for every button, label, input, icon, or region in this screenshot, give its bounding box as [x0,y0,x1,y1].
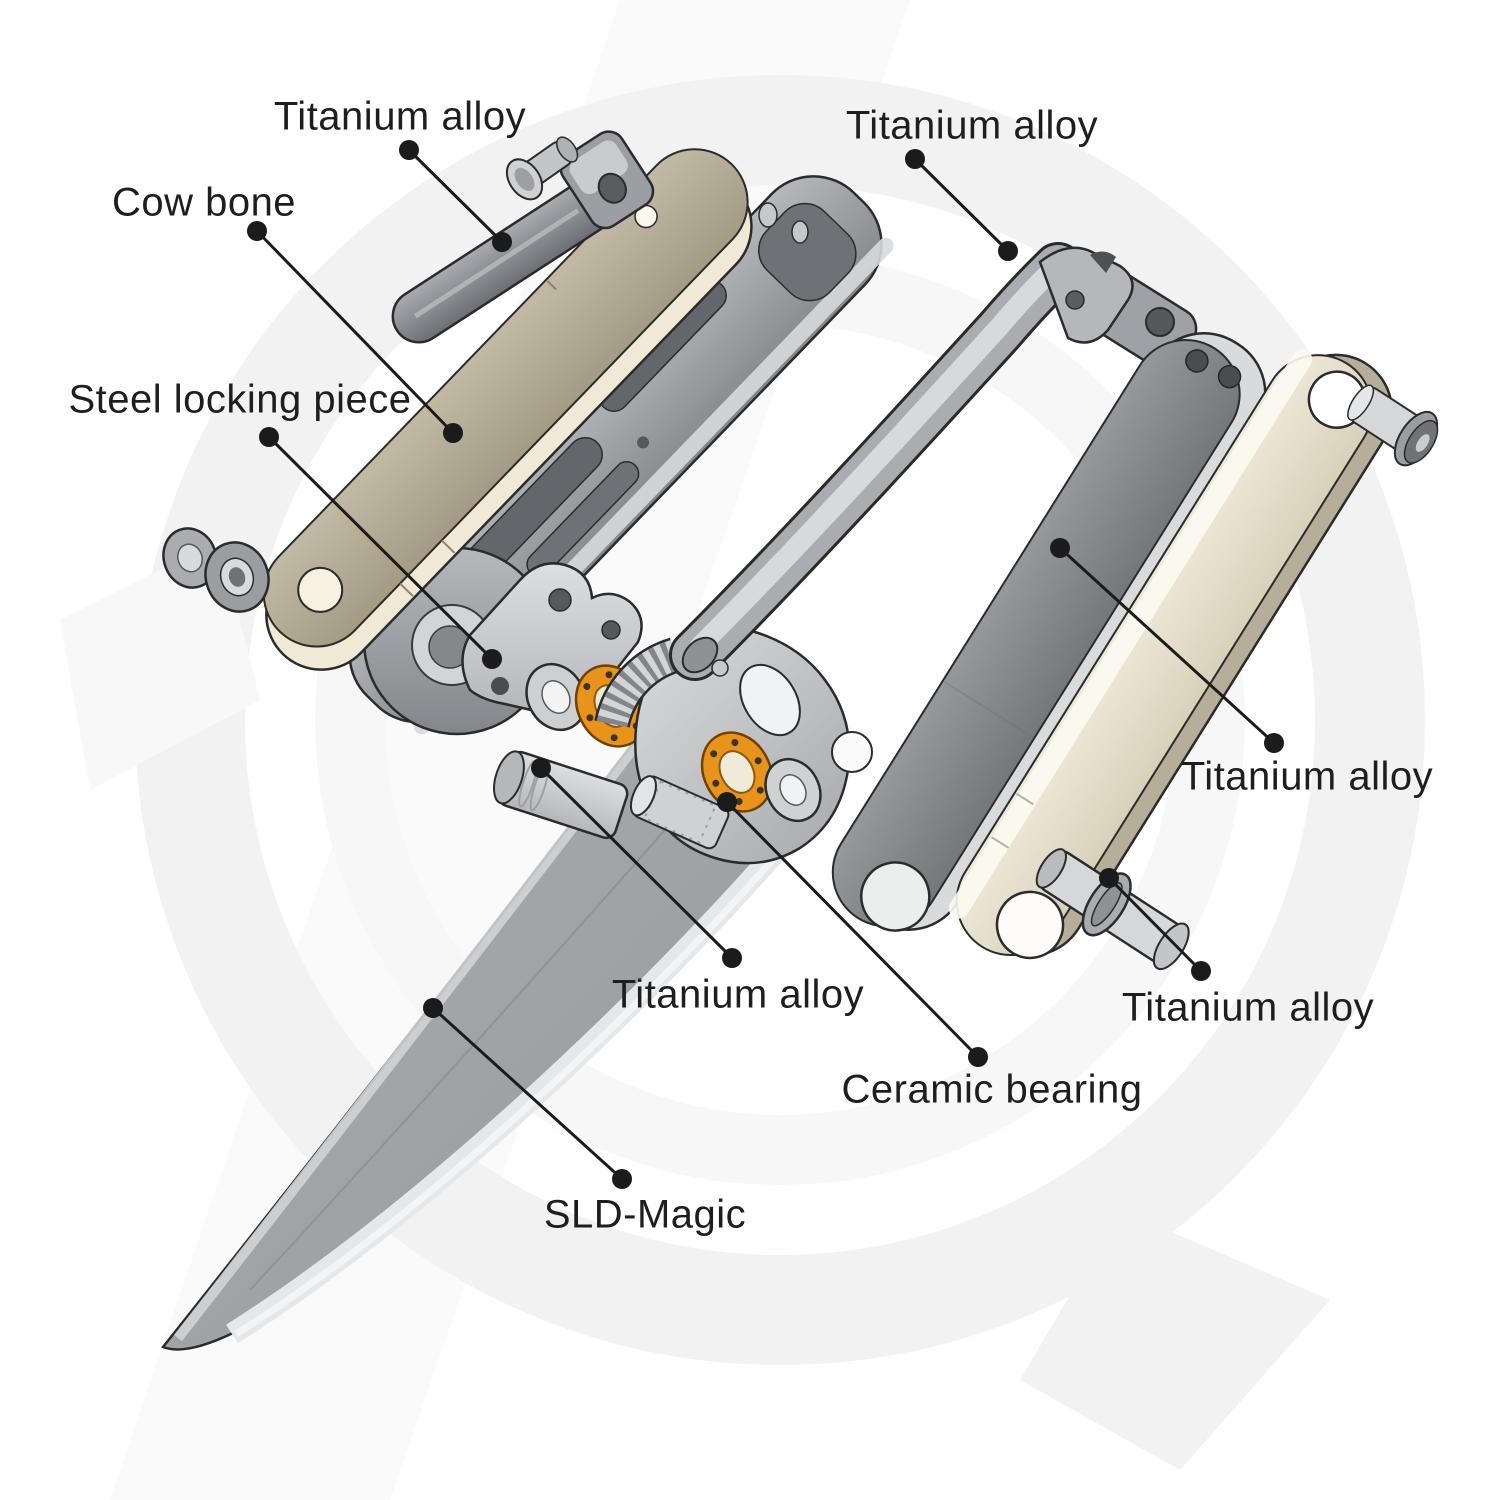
washer-rear [525,662,587,732]
body-screw-right [1347,384,1439,467]
leader-bearing [725,800,980,1059]
ceramic-bearing-front [700,731,774,813]
leader-cow-bone [255,229,455,435]
leader-pivot-barrel [539,766,734,960]
label-liner-right: Titanium alloy [1180,754,1434,799]
pivot-washers-left [162,527,270,613]
washer-front [764,757,822,823]
label-locking-piece: Steel locking piece [68,377,412,422]
label-clip: Titanium alloy [273,94,527,139]
leader-pivot-pin [1107,876,1203,973]
leader-blade [431,1006,624,1181]
leader-dots [247,140,1284,1189]
label-pivot-pin: Titanium alloy [1121,985,1375,1030]
label-bearing: Ceramic bearing [841,1067,1143,1112]
label-blade: SLD-Magic [543,1192,747,1237]
label-pivot-barrel: Titanium alloy [611,972,865,1017]
back-spacer [669,242,1198,681]
pocket-clip [391,130,655,344]
leader-locking-piece [267,435,494,661]
leader-lines [255,148,1276,1181]
leader-liner-right [1058,546,1276,745]
scale-left-cow-bone [262,148,753,671]
gear-teeth [594,637,681,729]
clip-screw [505,136,579,201]
leader-back-spacer [913,157,1010,253]
scale-right [948,349,1394,960]
label-cow-bone: Cow bone [111,180,297,225]
leader-clip [407,148,504,244]
threaded-stub [629,775,730,850]
label-back-spacer: Titanium alloy [845,103,1099,148]
